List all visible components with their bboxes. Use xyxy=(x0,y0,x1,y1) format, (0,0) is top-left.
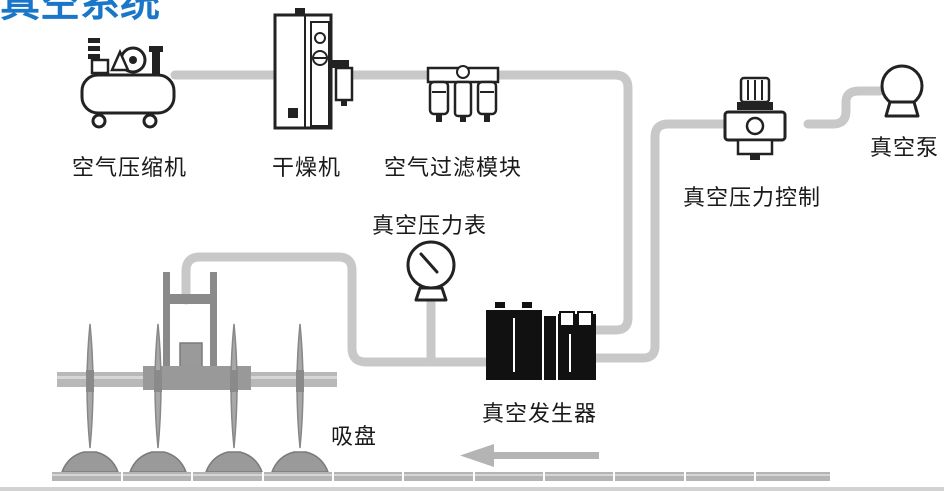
suction-cup xyxy=(204,323,264,473)
suction-cup xyxy=(60,323,120,473)
label-filter-module: 空气过滤模块 xyxy=(384,156,523,181)
pipes xyxy=(170,70,885,367)
suction-frame xyxy=(57,272,337,390)
vacuum-generator-icon xyxy=(486,302,596,380)
label-vacuum-pump: 真空泵 xyxy=(870,136,940,161)
label-air-compressor: 空气压缩机 xyxy=(72,156,188,181)
suction-cup xyxy=(128,323,188,473)
pressure-gauge-icon xyxy=(406,240,456,302)
pipe-filter-generator xyxy=(493,70,633,335)
suction-cup-icon xyxy=(60,323,330,473)
pipe-generator-regulator xyxy=(592,119,730,363)
diagram-title: 真空系统 xyxy=(0,0,160,26)
direction-arrow-icon xyxy=(460,444,599,467)
filter-module-icon xyxy=(426,65,500,122)
label-suction-cup: 吸盘 xyxy=(331,425,378,450)
air-compressor-icon xyxy=(80,38,176,129)
suction-cup xyxy=(270,323,330,473)
pipe-generator-suction xyxy=(181,252,490,367)
dryer-icon xyxy=(273,8,354,130)
label-pressure-gauge: 真空压力表 xyxy=(372,214,488,239)
vacuum-pump-icon xyxy=(880,64,924,118)
vacuum-regulator-icon xyxy=(723,76,787,160)
conveyor-belt xyxy=(0,472,944,491)
pipe-regulator-pump xyxy=(803,86,885,129)
label-vacuum-generator: 真空发生器 xyxy=(482,402,598,427)
label-dryer: 干燥机 xyxy=(272,156,342,181)
label-vacuum-regulator: 真空压力控制 xyxy=(683,186,822,211)
